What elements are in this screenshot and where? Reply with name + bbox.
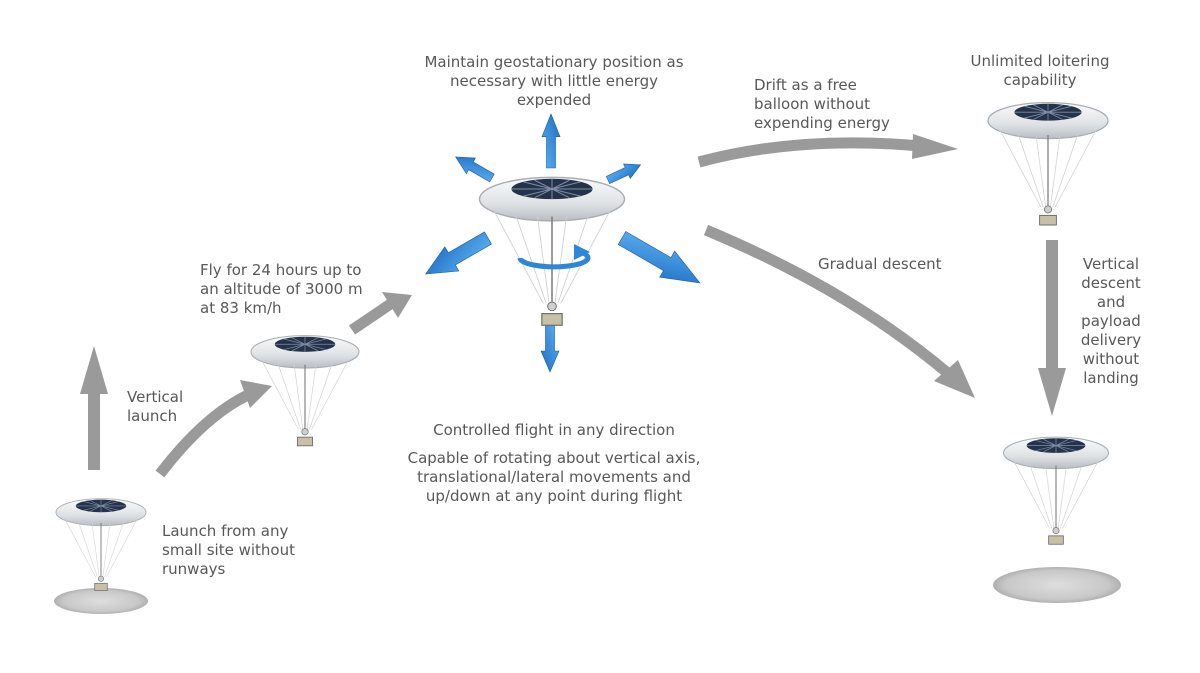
climb-arrow-upper-head [382, 292, 412, 318]
vertical-descent-label: Vertical descent and payload delivery wi… [1080, 255, 1142, 387]
climb-arrow [155, 389, 253, 478]
launch-site-shadow [54, 588, 148, 614]
rotation-arrow-head [574, 244, 590, 260]
drift-arrow [697, 137, 921, 168]
vertical-launch-arrow [88, 392, 100, 470]
launch-label: Launch from any small site without runwa… [162, 522, 295, 578]
gradual-descent-arrow [703, 224, 954, 380]
airship-loitering [987, 101, 1109, 226]
gradual-descent-arrow-head [934, 360, 975, 398]
lower-right-direction-arrow [617, 231, 701, 284]
controlled-flight-label: Controlled flight in any direction [433, 421, 675, 439]
airship-on-ground [55, 498, 147, 591]
drift-arrow-head [912, 134, 958, 159]
landing-site-shadow [993, 567, 1121, 603]
vertical-launch-arrow-head [80, 346, 108, 394]
climb-arrow-head [240, 380, 272, 408]
gradual-descent-label: Gradual descent [818, 255, 942, 273]
upper-right-direction-arrow [605, 163, 642, 185]
airship-descending [1002, 436, 1110, 545]
upper-left-direction-arrow [455, 156, 495, 183]
loiter-label: Unlimited loitering capability [970, 52, 1110, 89]
airship-controlled-flight [478, 176, 626, 326]
capabilities-label: Capable of rotating about vertical axis,… [407, 449, 701, 505]
up-direction-arrow [541, 113, 561, 169]
maintain-position-label: Maintain geostationary position as neces… [424, 53, 684, 109]
fly-label: Fly for 24 hours up to an altitude of 30… [200, 261, 363, 317]
climb-arrow-upper [348, 298, 396, 335]
drift-label: Drift as a free balloon without expendin… [754, 76, 890, 132]
rotation-arrow [517, 249, 591, 270]
vertical-descent-arrow [1046, 240, 1058, 370]
vertical-descent-arrow-head [1038, 368, 1066, 416]
vertical-launch-label: Vertical launch [127, 388, 184, 425]
down-direction-arrow [540, 321, 560, 373]
lower-left-direction-arrow [425, 231, 492, 275]
